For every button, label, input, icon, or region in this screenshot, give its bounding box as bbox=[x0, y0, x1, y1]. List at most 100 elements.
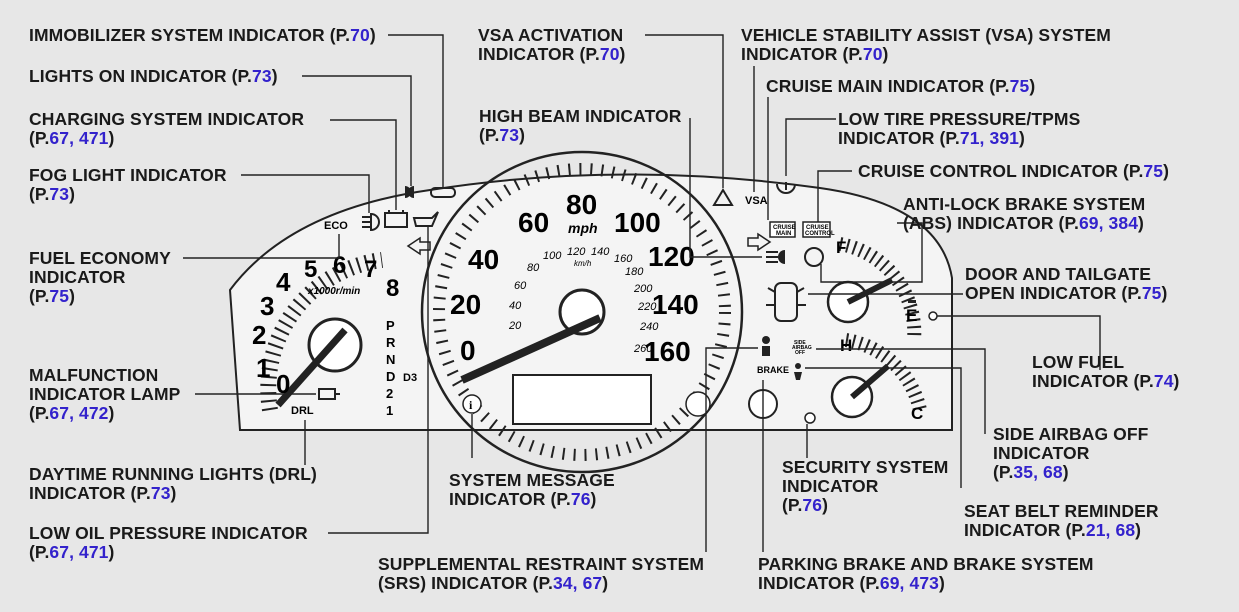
fog-light-icon bbox=[362, 212, 380, 232]
kmh-260: 260 bbox=[633, 343, 653, 355]
lights-on-icon bbox=[405, 186, 414, 198]
label-fog: FOG LIGHT INDICATOR(P.73) bbox=[29, 165, 227, 204]
label-srs: SUPPLEMENTAL RESTRAINT SYSTEM(SRS) INDIC… bbox=[378, 554, 705, 593]
vsa-text: VSA bbox=[745, 195, 768, 207]
tach-num-1: 1 bbox=[256, 353, 270, 383]
leader-tpms bbox=[785, 118, 836, 176]
label-abs: ANTI-LOCK BRAKE SYSTEM(ABS) INDICATOR (P… bbox=[903, 194, 1146, 233]
side-airbag-icon: SIDE AIRBAG OFF bbox=[792, 340, 812, 356]
leader-fog bbox=[241, 174, 370, 213]
leader-low-oil bbox=[328, 226, 429, 534]
label-charging: CHARGING SYSTEM INDICATOR(P.67, 471) bbox=[29, 109, 305, 148]
tachometer: 0 1 2 3 4 5 6 7 8 x1000r/min ECO bbox=[252, 220, 399, 412]
tach-needle bbox=[275, 327, 348, 408]
right-turn-arrow-icon bbox=[747, 232, 772, 252]
tach-num-5: 5 bbox=[304, 256, 317, 283]
mph-140: 140 bbox=[652, 289, 699, 320]
side-airbag-text-1: SIDE bbox=[794, 340, 806, 346]
leader-lines bbox=[183, 34, 1101, 552]
leader-vsa-activation bbox=[645, 34, 724, 188]
tpms-icon bbox=[776, 182, 796, 194]
seat-belt-icon bbox=[794, 363, 802, 380]
fuel-f: F bbox=[836, 238, 846, 257]
tach-num-7: 7 bbox=[364, 256, 377, 283]
gear-indicator: P R N D 2 1 D3 bbox=[386, 318, 417, 418]
label-cruise-control: CRUISE CONTROL INDICATOR (P.75) bbox=[858, 161, 1170, 181]
mph-160: 160 bbox=[644, 336, 691, 367]
speedo-rim bbox=[420, 150, 744, 474]
leader-side-airbag bbox=[816, 348, 986, 434]
gear-d: D bbox=[386, 369, 395, 384]
leader-abs bbox=[820, 222, 923, 283]
gear-r: R bbox=[386, 335, 396, 350]
fuel-e: E bbox=[906, 306, 917, 325]
speedo-scale bbox=[433, 163, 731, 461]
leader-high-beam bbox=[689, 118, 762, 258]
label-high-beam: HIGH BEAM INDICATOR(P.73) bbox=[479, 106, 682, 145]
speedo-needle bbox=[460, 314, 602, 384]
tach-num-0: 0 bbox=[276, 369, 290, 399]
mph-120: 120 bbox=[648, 241, 695, 272]
tach-num-8: 8 bbox=[386, 275, 399, 302]
left-turn-arrow-icon bbox=[406, 236, 431, 256]
leader-srs bbox=[705, 347, 758, 552]
oil-can-icon bbox=[412, 211, 439, 227]
mph-0: 0 bbox=[460, 335, 476, 366]
cruise-main-text-1: CRUISE bbox=[773, 225, 796, 231]
label-low-oil: LOW OIL PRESSURE INDICATOR(P.67, 471) bbox=[29, 523, 308, 562]
kmh-120: 120 bbox=[567, 246, 586, 258]
kmh-80: 80 bbox=[527, 262, 540, 274]
engine-icon bbox=[318, 388, 340, 400]
speedometer: 0 20 40 60 80 100 120 140 160 mph 20 40 … bbox=[420, 150, 744, 474]
gear-p: P bbox=[386, 318, 395, 333]
temp-h: H bbox=[840, 336, 852, 355]
kmh-unit: km/h bbox=[574, 259, 592, 268]
tach-scale bbox=[260, 252, 384, 412]
leader-immobilizer bbox=[388, 34, 444, 188]
leader-seat-belt bbox=[805, 367, 962, 488]
high-beam-icon bbox=[778, 250, 785, 264]
mph-60: 60 bbox=[518, 207, 549, 238]
cruise-control-icon bbox=[802, 221, 831, 238]
cruise-main-text-2: MAIN bbox=[776, 231, 791, 237]
label-lights-on: LIGHTS ON INDICATOR (P.73) bbox=[29, 66, 278, 86]
kmh-160: 160 bbox=[614, 253, 633, 265]
mph-100: 100 bbox=[614, 207, 661, 238]
cruise-control-text-1: CRUISE bbox=[806, 225, 829, 231]
kmh-140: 140 bbox=[591, 246, 610, 258]
temp-c: C bbox=[911, 404, 923, 423]
cruise-main-icon bbox=[769, 221, 796, 238]
leader-fuel-economy bbox=[183, 234, 340, 259]
trip-knob bbox=[685, 391, 711, 417]
side-airbag-text-3: OFF bbox=[795, 350, 805, 356]
gear-n: N bbox=[386, 352, 395, 367]
kmh-100: 100 bbox=[543, 250, 562, 262]
kmh-200: 200 bbox=[633, 283, 653, 295]
eco-text: ECO bbox=[324, 220, 348, 232]
kmh-60: 60 bbox=[514, 280, 527, 292]
kmh-20: 20 bbox=[508, 320, 522, 332]
tach-num-3: 3 bbox=[260, 291, 274, 321]
kmh-220: 220 bbox=[637, 301, 657, 313]
tach-unit: x1000r/min bbox=[307, 286, 360, 297]
side-airbag-text-2: AIRBAG bbox=[792, 345, 812, 351]
battery-icon bbox=[384, 210, 408, 228]
mph-40: 40 bbox=[468, 244, 499, 275]
temperature-gauge: H C bbox=[830, 333, 927, 423]
tach-num-6: 6 bbox=[333, 252, 346, 279]
leader-charging bbox=[330, 119, 397, 210]
tach-num-4: 4 bbox=[276, 267, 291, 297]
message-display bbox=[512, 374, 652, 425]
kmh-40: 40 bbox=[509, 300, 522, 312]
brake-text: BRAKE bbox=[757, 365, 789, 375]
info-icon bbox=[462, 394, 482, 414]
